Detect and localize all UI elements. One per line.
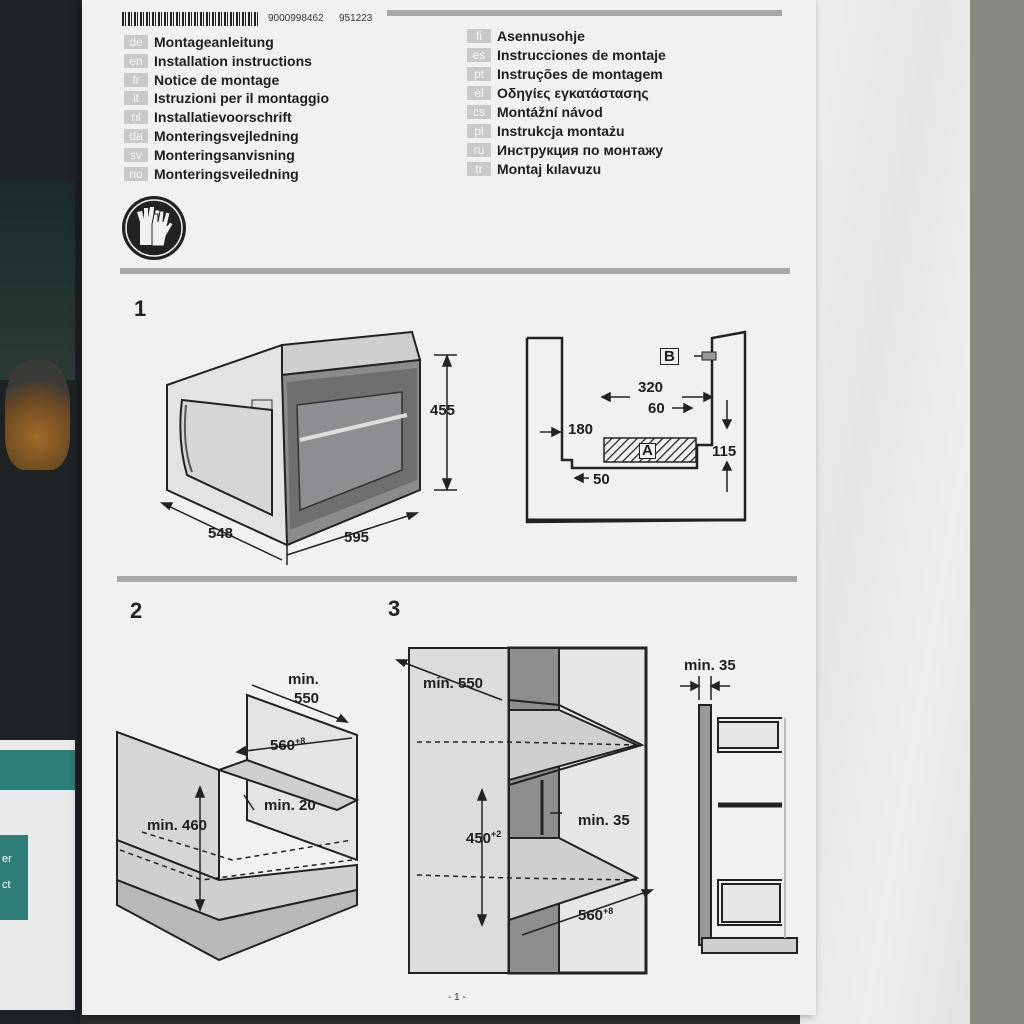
rail-height-label: 115 [712, 443, 737, 460]
rail-offset-label: 60 [648, 400, 665, 417]
date-code: 951223 [339, 13, 373, 24]
section-rule-2 [117, 576, 797, 582]
rail-span-label: 320 [638, 379, 664, 396]
bottom-offset-label: 50 [593, 471, 610, 488]
diagram-canvas [116, 196, 798, 975]
left-teal-box: er ct [0, 835, 28, 920]
oven-depth-label: 548 [208, 525, 234, 542]
left-teal-text-1: er [2, 853, 12, 865]
niche-illustration [116, 693, 360, 962]
marble-surface [800, 0, 970, 1024]
oven-width-label: 595 [344, 529, 370, 546]
cabinet-built-in-illustration [408, 646, 648, 975]
figure-3-number: 3 [388, 596, 401, 621]
part-a-label: A [639, 443, 656, 459]
gloves-icon [122, 196, 186, 260]
built-in-depth-label: min. 550 [423, 675, 484, 692]
left-teal-text-2: ct [2, 879, 11, 891]
built-in-gap-label: min. 35 [578, 812, 630, 829]
figure-1-number: 1 [134, 296, 147, 321]
left-magazine-photo [0, 180, 75, 380]
oven-dimension-lines [159, 353, 457, 565]
built-in-width-label: 560+8 [578, 906, 614, 924]
niche-height-label: min. 460 [147, 817, 208, 834]
cabinet-built-in-dimension-lines [394, 659, 655, 936]
side-profile-illustration [698, 704, 798, 954]
left-glass-decanter [5, 360, 70, 470]
niche-depth-min-label: min. [288, 671, 319, 688]
barcode-number: 9000998462 [268, 13, 324, 24]
built-in-height-label: 450+2 [466, 829, 502, 847]
cabinet-section-illustration [525, 330, 747, 524]
oven-height-label: 455 [430, 402, 456, 419]
side-gap-label: min. 35 [684, 657, 736, 674]
niche-gap-label: min. 20 [264, 797, 316, 814]
page-number: - 1 - [448, 992, 466, 1003]
cabinet-dimension-lines [540, 355, 733, 492]
side-depth-label: 180 [568, 421, 594, 438]
figure-2-number: 2 [130, 598, 143, 623]
niche-width-label: 560+8 [270, 736, 306, 754]
left-teal-band [0, 750, 75, 790]
niche-depth-value: 550 [294, 690, 320, 707]
niche-dimension-lines [194, 684, 353, 913]
side-profile-dimension-lines [680, 676, 730, 700]
section-rule-1 [120, 268, 790, 274]
part-b-label: B [660, 348, 679, 365]
header-rule [387, 10, 782, 16]
barcode [122, 12, 260, 26]
oven-illustration [166, 330, 422, 547]
